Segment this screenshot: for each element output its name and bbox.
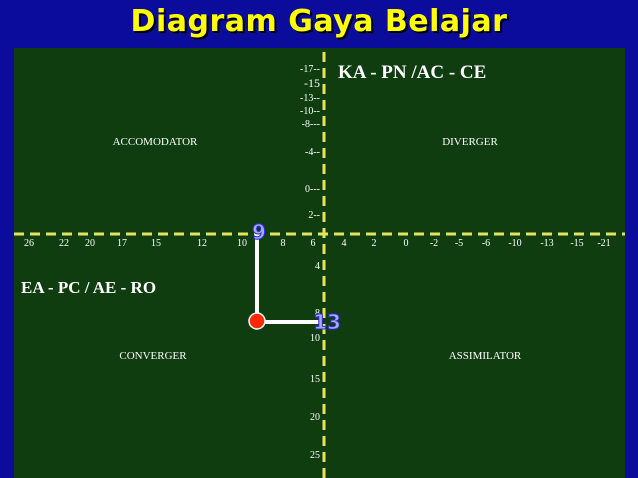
vertical-tick-label: 4 bbox=[315, 261, 320, 272]
result-point bbox=[248, 312, 266, 330]
quadrant-diverger: DIVERGER bbox=[442, 136, 498, 148]
vertical-tick-label: 20 bbox=[310, 412, 320, 423]
horizontal-tick-label: 8 bbox=[281, 238, 286, 249]
horizontal-tick-label: -6 bbox=[482, 238, 490, 249]
horizontal-tick-label: -13 bbox=[540, 238, 553, 249]
horizontal-tick-label: 6 bbox=[311, 238, 316, 249]
horizontal-tick-label: -5 bbox=[455, 238, 463, 249]
horizontal-tick-label: 15 bbox=[151, 238, 161, 249]
x-value-marker: 9 bbox=[252, 220, 266, 244]
horizontal-tick-label: -21 bbox=[597, 238, 610, 249]
diagram-panel bbox=[14, 48, 625, 478]
quadrant-accomodator: ACCOMODATOR bbox=[113, 136, 198, 148]
vertical-tick-label: -15 bbox=[304, 76, 320, 90]
horizontal-tick-label: -15 bbox=[570, 238, 583, 249]
horizontal-tick-label: 10 bbox=[237, 238, 247, 249]
vertical-tick-label: 8 bbox=[315, 308, 320, 319]
horizontal-tick-label: -10 bbox=[508, 238, 521, 249]
quadrant-converger: CONVERGER bbox=[119, 350, 187, 362]
vertical-tick-label: 25 bbox=[310, 450, 320, 461]
axis-label-left: EA - PC / AE - RO bbox=[21, 278, 156, 297]
vertical-tick-label: -8--- bbox=[302, 119, 320, 130]
page-title: Diagram Gaya Belajar bbox=[130, 4, 508, 39]
vertical-tick-label: -17-- bbox=[300, 64, 320, 75]
horizontal-tick-label: 17 bbox=[117, 238, 127, 249]
quadrant-assimilator: ASSIMILATOR bbox=[449, 350, 522, 362]
vertical-tick-label: 2-- bbox=[308, 210, 320, 221]
vertical-tick-label: 0--- bbox=[305, 184, 320, 195]
horizontal-tick-label: -2 bbox=[430, 238, 438, 249]
vertical-tick-labels: -17---15 -13-- -10-- -8--- -4-- 0--- 2-- 4 8 10 15… bbox=[300, 64, 320, 461]
vertical-tick-label: 15 bbox=[310, 374, 320, 385]
horizontal-tick-label: 20 bbox=[85, 238, 95, 249]
vertical-tick-label: -13-- bbox=[300, 93, 320, 104]
vertical-tick-label: -10-- bbox=[300, 106, 320, 117]
vertical-tick-label: -4-- bbox=[305, 147, 320, 158]
vertical-tick-label: 10 bbox=[310, 333, 320, 344]
horizontal-tick-label: 0 bbox=[404, 238, 409, 249]
horizontal-tick-label: 22 bbox=[59, 238, 69, 249]
y-value-marker: 13 bbox=[313, 310, 341, 334]
horizontal-tick-label: 12 bbox=[197, 238, 207, 249]
horizontal-tick-label: 26 bbox=[24, 238, 34, 249]
axis-label-top: KA - PN /AC - CE bbox=[338, 62, 486, 83]
horizontal-tick-label: 2 bbox=[372, 238, 377, 249]
horizontal-tick-label: 4 bbox=[342, 238, 347, 249]
